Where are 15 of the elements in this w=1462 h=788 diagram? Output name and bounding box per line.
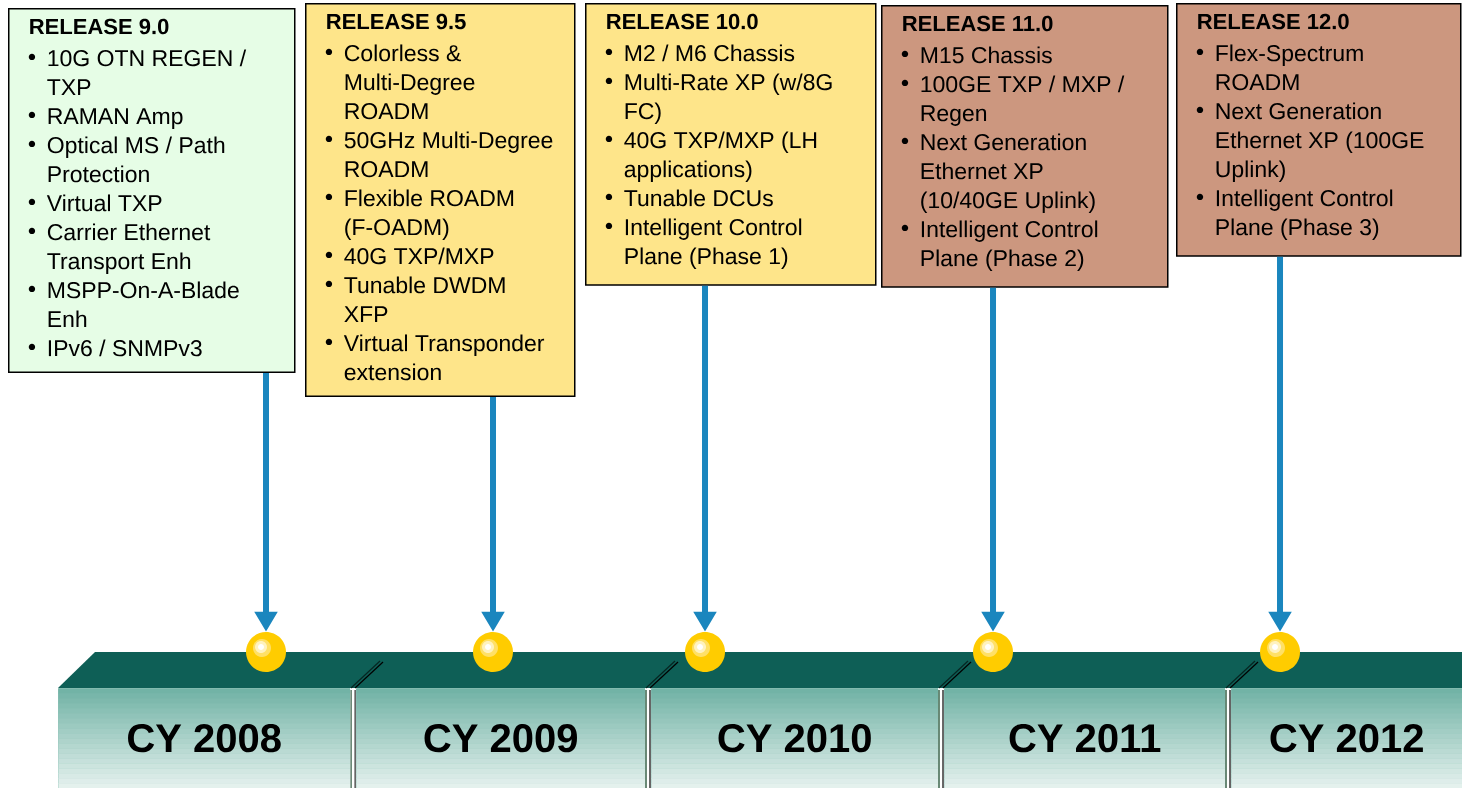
year-band: CY 2008 (58, 688, 351, 788)
release-box: RELEASE 10.0 M2 / M6 Chassis Multi-Rate XP (w/8G FC) 40G TXP/MXP (LH applications) Tunable DCUs Intelligent Control Plane (Phase 1) (585, 3, 877, 286)
year-band: CY 2012 (1231, 688, 1462, 788)
timeline-dot (973, 632, 1013, 672)
release-box: RELEASE 11.0 M15 Chassis 100GE TXP / MXP / Regen Next Generation Ethernet XP (10/40GE Uplink) Intelligent Control Plane (Phase 2) (881, 5, 1169, 288)
year-band: CY 2009 (356, 688, 646, 788)
timeline-dot (685, 632, 725, 672)
release-box: RELEASE 9.5 Colorless & Multi-Degree ROADM 50GHz Multi-Degree ROADM Flexible ROADM (F-OADM) 40G TXP/MXP Tunable DWDM XFP Virtual Transponder extension (305, 3, 576, 398)
release-box: RELEASE 9.0 10G OTN REGEN / TXP RAMAN Amp Optical MS / Path Protection Virtual TXP Carrier Ethernet Transport Enh MSPP-On-A-Blade Enh IPv6 / SNMPv3 (8, 8, 296, 374)
timeline-dot (246, 632, 286, 672)
release-box: RELEASE 12.0 Flex-Spectrum ROADM Next Generation Ethernet XP (100GE Uplink) Intelligent Control Plane (Phase 3) (1176, 3, 1462, 257)
year-band: CY 2010 (651, 688, 939, 788)
timeline-dot (1260, 632, 1300, 672)
year-band: CY 2011 (944, 688, 1226, 788)
timeline-dot (473, 632, 513, 672)
